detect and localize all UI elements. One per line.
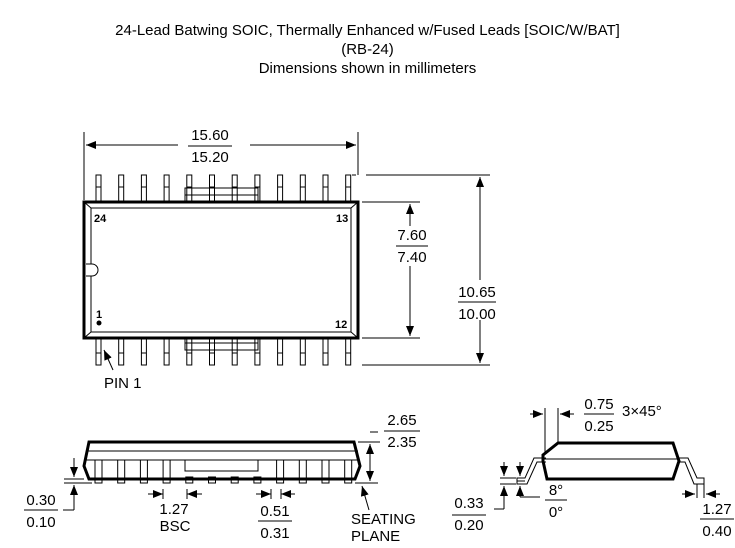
chamfer-min: 0.25 — [584, 418, 613, 435]
pitch-note: BSC — [160, 518, 191, 535]
left-lead — [516, 457, 546, 485]
drawing-title: 24-Lead Batwing SOIC, Thermally Enhanced… — [115, 22, 620, 39]
lead — [299, 337, 306, 366]
pin-label-1: 1 — [96, 309, 102, 321]
right-lead — [678, 457, 705, 485]
lead — [277, 337, 284, 366]
lead-width-max: 0.51 — [260, 503, 289, 520]
pin1-dot — [96, 320, 102, 326]
chamfer-note: 3×45° — [622, 403, 662, 420]
total-width-max: 10.65 — [458, 284, 496, 301]
units-note: Dimensions shown in millimeters — [258, 60, 477, 77]
lead-angle-min: 0° — [549, 504, 563, 521]
foot-length-max: 1.27 — [702, 501, 731, 518]
foot-length-min: 0.40 — [702, 523, 731, 540]
side-view: 2.65 2.35 0.30 0.10 1.27 BSC 0.51 0.31 S… — [24, 412, 420, 545]
pin-label-13: 13 — [336, 213, 348, 225]
lead — [95, 337, 102, 366]
bottom-heat-tab — [184, 337, 259, 351]
lead — [345, 174, 352, 203]
top-view: 24 13 1 12 PIN 1 15.60 15.20 7.60 7.40 1… — [82, 127, 496, 392]
package-body-top — [82, 200, 360, 340]
lead-thickness-min: 0.20 — [454, 517, 483, 534]
package-body-side — [82, 440, 362, 481]
body-width-min: 7.40 — [397, 249, 426, 266]
standoff-max: 0.30 — [26, 492, 55, 509]
height-max: 2.65 — [387, 412, 416, 429]
pin1-notch — [86, 263, 99, 277]
lead — [163, 337, 170, 366]
package-code: (RB-24) — [341, 41, 394, 58]
length-max: 15.60 — [191, 127, 229, 144]
length-min: 15.20 — [191, 149, 229, 166]
lead — [163, 174, 170, 203]
lead — [140, 174, 147, 203]
lead — [345, 337, 352, 366]
chamfer-max: 0.75 — [584, 396, 613, 413]
side-heat-tab — [184, 459, 259, 472]
lead — [209, 337, 215, 366]
lead-thickness-max: 0.33 — [454, 495, 483, 512]
lead — [322, 174, 329, 203]
pin-label-24: 24 — [94, 213, 107, 225]
total-width-min: 10.00 — [458, 306, 496, 323]
lead — [322, 337, 329, 366]
standoff-min: 0.10 — [26, 514, 55, 531]
lead — [299, 174, 306, 203]
lead — [277, 174, 284, 203]
pitch: 1.27 — [159, 501, 188, 518]
lead — [186, 337, 193, 366]
pin-label-12: 12 — [335, 319, 347, 331]
top-leads — [95, 174, 352, 203]
lead — [118, 337, 125, 366]
seating-plane-label-2: PLANE — [351, 528, 400, 545]
pin1-label: PIN 1 — [104, 375, 142, 392]
lead — [95, 174, 102, 203]
lead — [254, 337, 261, 366]
end-view: 0.75 0.25 3×45° 0.33 0.20 8° 0° 1.27 0.4… — [452, 396, 734, 540]
lead — [231, 337, 238, 366]
lead — [140, 337, 147, 366]
package-body-end — [541, 441, 681, 481]
bottom-leads — [95, 337, 352, 366]
body-width-max: 7.60 — [397, 227, 426, 244]
seating-plane-label-1: SEATING — [351, 511, 416, 528]
height-min: 2.35 — [387, 434, 416, 451]
lead — [118, 174, 125, 203]
lead-angle-max: 8° — [549, 482, 563, 499]
lead-width-min: 0.31 — [260, 525, 289, 542]
